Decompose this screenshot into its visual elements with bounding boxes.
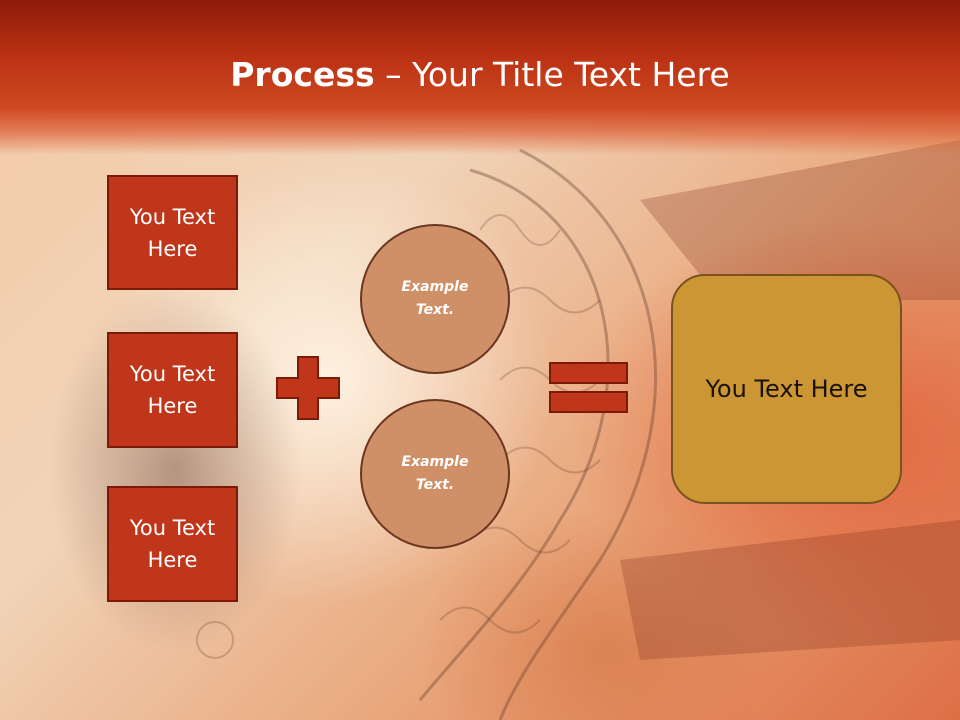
- result-box[interactable]: You Text Here: [671, 274, 902, 504]
- input-box-1-line1: You Text: [129, 204, 216, 229]
- circle-2-line1: Example: [401, 454, 469, 470]
- input-box-2-line1: You Text: [129, 362, 216, 386]
- title-bar: [0, 0, 960, 155]
- input-box-3-line2: Here: [147, 548, 198, 572]
- result-label: You Text Here: [705, 375, 868, 403]
- circle-1-line1: Example: [401, 279, 469, 295]
- plus-icon: [276, 356, 340, 420]
- input-box-2-line2: Here: [147, 394, 198, 418]
- title-rest: – Your Title Text Here: [374, 55, 730, 94]
- input-box-3-line1: You Text: [129, 516, 216, 540]
- circle-1-line2: Text.: [415, 302, 455, 318]
- equals-bar-top: [549, 362, 628, 384]
- input-box-1-line2: Here: [147, 236, 198, 261]
- equals-bar-bottom: [549, 391, 628, 413]
- circle-2-line2: Text.: [415, 477, 455, 493]
- title-bold: Process: [230, 55, 375, 94]
- slide-title[interactable]: Process – Your Title Text Here: [0, 52, 960, 98]
